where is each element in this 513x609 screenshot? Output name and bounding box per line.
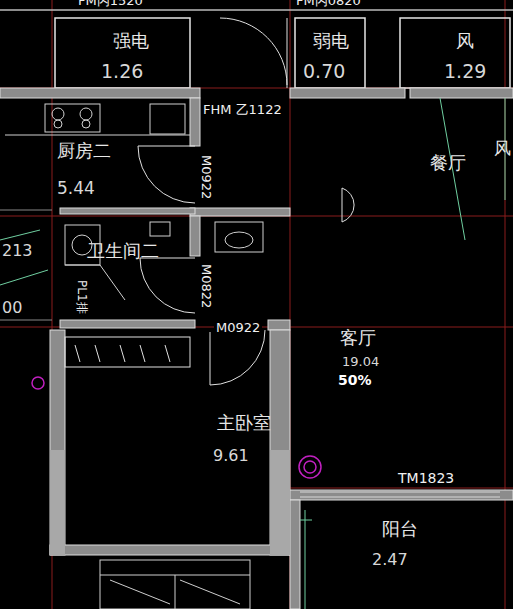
room-area-value: 9.61 — [213, 448, 249, 464]
percentage-note: 50% — [338, 373, 372, 387]
door-code: FM丙0820 — [296, 0, 361, 7]
room-area: 餐厅 — [428, 150, 478, 180]
door-code: FM丙1520 — [78, 0, 143, 7]
room-area-value: 19.04 — [342, 355, 379, 368]
edge-number: 00 — [2, 300, 22, 316]
shaft-code: PL1排 — [76, 280, 88, 314]
room-name: 厨房二 — [57, 142, 111, 160]
room-area: 厨房二 5.44 — [55, 140, 185, 200]
room-name: 强电 — [113, 32, 149, 50]
room-area: 主卧室 9.61 — [213, 410, 288, 470]
room-name: 主卧室 — [217, 414, 271, 432]
room-area: 客厅 19.04 — [338, 325, 398, 375]
door-code: TM1823 — [396, 470, 456, 486]
room-area: 卫生间二 — [85, 238, 185, 264]
room-area: 风 1.29 — [400, 18, 510, 88]
room-name: 风 — [456, 32, 474, 50]
room-area: 弱电 0.70 — [295, 18, 365, 88]
room-area-value: 0.70 — [303, 62, 345, 81]
door-code: FHM 乙1122 — [203, 103, 282, 116]
edge-number: 213 — [2, 243, 33, 259]
door-code: M0922 — [214, 320, 262, 335]
room-area-value: 5.44 — [57, 180, 95, 197]
room-name: 阳台 — [382, 520, 418, 538]
door-code: M0822 — [200, 264, 213, 308]
door-code: M0922 — [200, 155, 213, 199]
room-name: 客厅 — [340, 329, 376, 347]
room-area-value: 1.29 — [444, 62, 486, 81]
room-area-value: 2.47 — [372, 552, 408, 568]
room-area: 强电 1.26 — [55, 18, 190, 88]
room-area-value: 1.26 — [101, 62, 143, 81]
room-name: 风 — [494, 140, 511, 157]
room-name: 餐厅 — [430, 154, 466, 172]
room-name: 弱电 — [313, 32, 349, 50]
room-name: 卫生间二 — [87, 242, 159, 260]
room-area: 阳台 2.47 — [372, 516, 442, 571]
